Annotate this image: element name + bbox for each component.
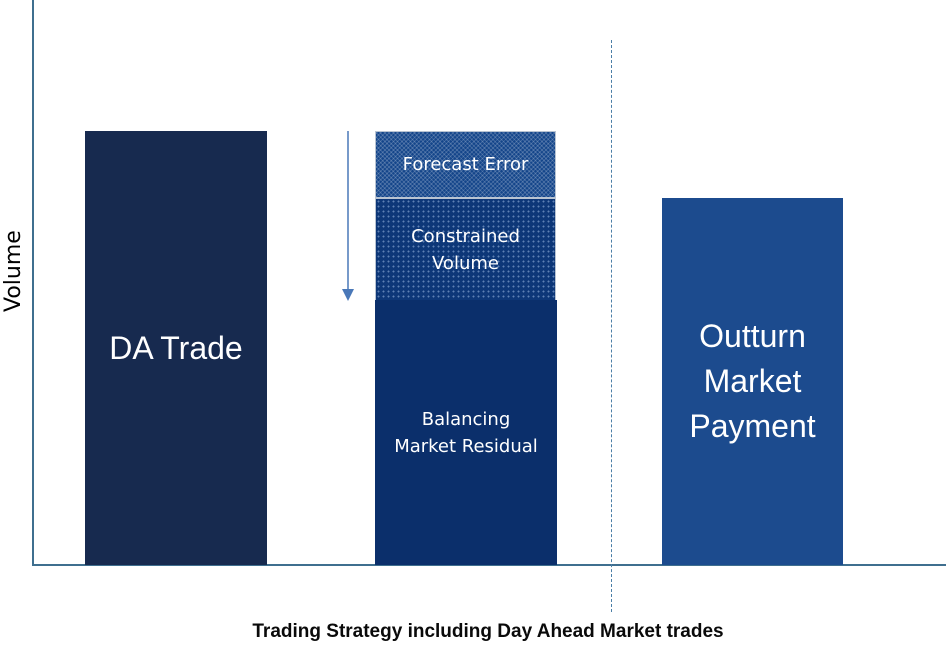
down-arrow-icon <box>342 131 354 301</box>
x-axis-label: Trading Strategy including Day Ahead Mar… <box>252 621 724 642</box>
da-trade-label: DA Trade <box>109 329 243 366</box>
outturn-market-payment-bar: Outturn Market Payment <box>662 198 843 565</box>
dashed-divider <box>611 40 612 612</box>
outturn-market-payment-label: Outturn Market Payment <box>689 318 816 444</box>
forecast-error-segment: Forecast Error <box>375 131 556 198</box>
balancing-market-residual-segment: Balancing Market Residual <box>375 300 557 565</box>
constrained-volume-label: Constrained Volume <box>411 225 520 274</box>
y-axis-label: Volume <box>1 230 26 312</box>
forecast-error-label: Forecast Error <box>402 154 529 175</box>
balancing-market-residual-label: Balancing Market Residual <box>394 408 538 457</box>
y-axis-line <box>32 0 34 565</box>
da-trade-bar: DA Trade <box>85 131 267 565</box>
constrained-volume-segment: Constrained Volume <box>375 198 556 301</box>
